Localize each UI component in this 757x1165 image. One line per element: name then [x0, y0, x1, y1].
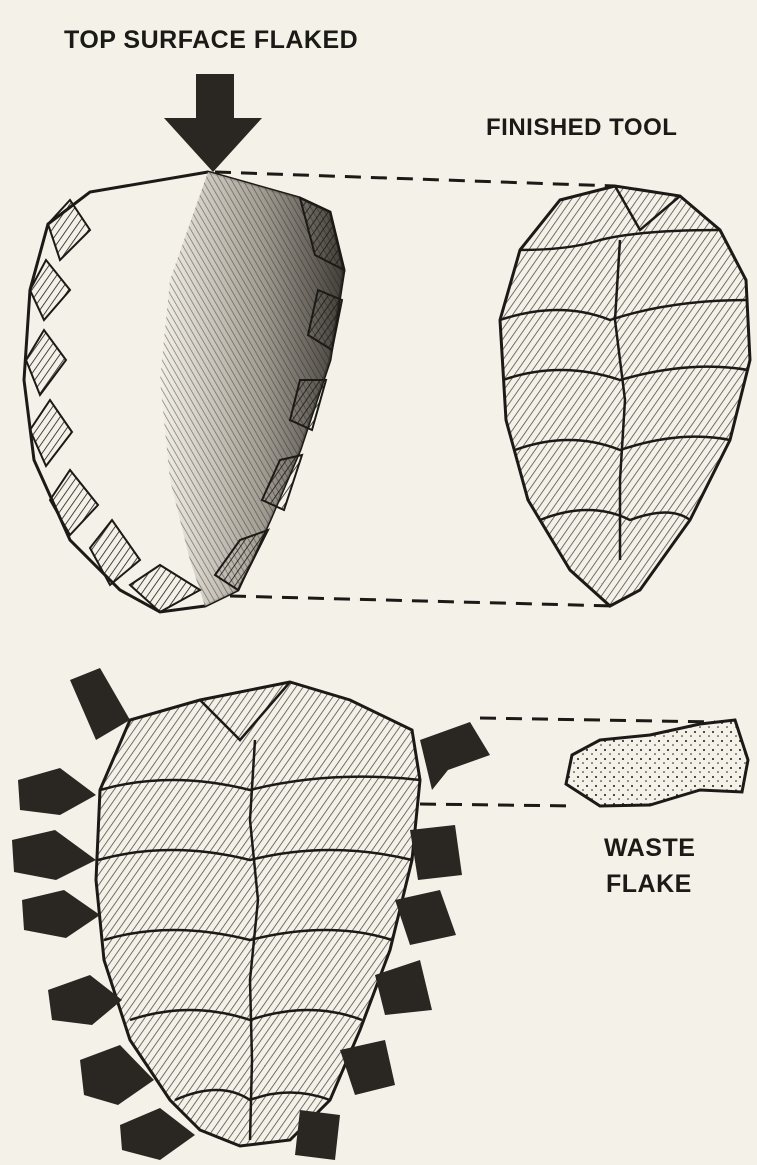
dashed-guide-middle	[230, 596, 615, 606]
arrow-icon	[420, 722, 490, 790]
arrow-icon	[295, 1110, 340, 1160]
finished-tool	[500, 186, 750, 606]
arrow-icon	[70, 668, 130, 740]
flint-blank	[24, 172, 344, 612]
arrow-down-icon	[164, 74, 262, 172]
dashed-guide-top	[215, 172, 615, 186]
arrow-icon	[410, 825, 462, 880]
dashed-guide-flake-top	[480, 718, 715, 722]
arrow-icon	[22, 890, 100, 938]
arrow-icon	[12, 830, 96, 880]
arrow-icon	[340, 1040, 395, 1095]
arrow-icon	[18, 768, 96, 815]
arrow-icon	[395, 890, 456, 945]
dashed-guide-flake-bottom	[420, 804, 575, 806]
